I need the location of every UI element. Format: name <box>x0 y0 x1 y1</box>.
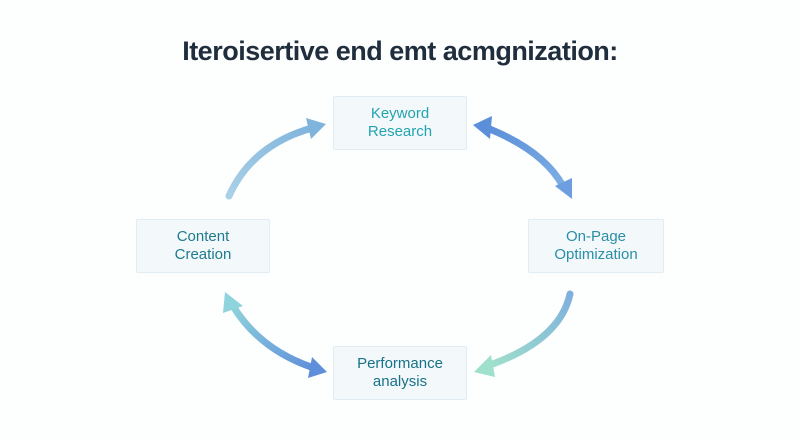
node-onpage-optimization-line1: On-Page <box>565 228 627 245</box>
arrow-keyword-to-onpage <box>473 116 572 199</box>
node-keyword-research-line1: Keyword <box>370 105 430 122</box>
diagram-title: Iteroisertive end emt acmgnization: <box>182 36 618 66</box>
node-content-creation: Content Creation <box>136 219 270 273</box>
node-onpage-optimization-line2: Optimization <box>554 246 638 263</box>
node-content-creation-line1: Content <box>176 228 230 245</box>
node-performance-analysis-line2: analysis <box>372 373 428 390</box>
arrow-onpage-to-performance <box>474 290 574 377</box>
node-performance-analysis: Performance analysis <box>333 346 467 400</box>
node-keyword-research: Keyword Research <box>333 96 467 150</box>
arrow-performance-to-content <box>223 292 327 378</box>
node-keyword-research-line2: Research <box>367 123 433 140</box>
node-content-creation-line2: Creation <box>174 246 232 263</box>
node-performance-analysis-line1: Performance <box>357 355 443 372</box>
arrow-content-to-keyword <box>225 118 326 200</box>
node-onpage-optimization: On-Page Optimization <box>528 219 664 273</box>
